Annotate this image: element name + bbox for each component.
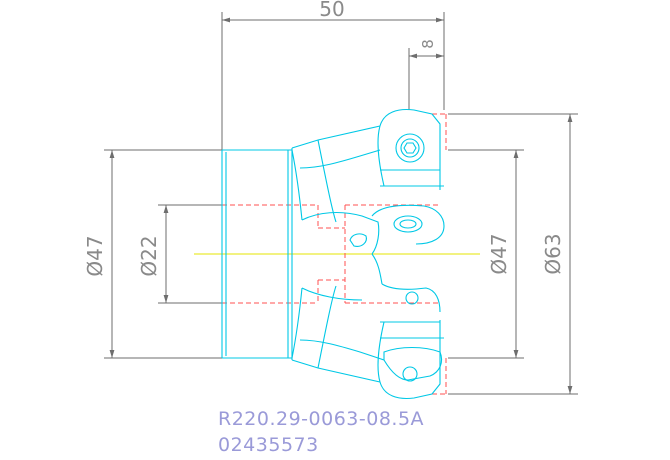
left-d47-label: Ø47 (83, 235, 107, 276)
overall-length-label: 50 (319, 0, 344, 21)
cutter-body-outline (221, 108, 445, 400)
right-d47-label: Ø47 (487, 233, 511, 274)
d22-label: Ø22 (137, 235, 161, 276)
flange-offset-label: 8 (419, 39, 437, 49)
item-code-label: 02435573 (218, 434, 319, 456)
hidden-lines (222, 113, 447, 395)
d63-label: Ø63 (541, 233, 565, 274)
part-number-label: R220.29-0063-08.5A (218, 408, 425, 430)
dimension-lines (104, 12, 578, 395)
